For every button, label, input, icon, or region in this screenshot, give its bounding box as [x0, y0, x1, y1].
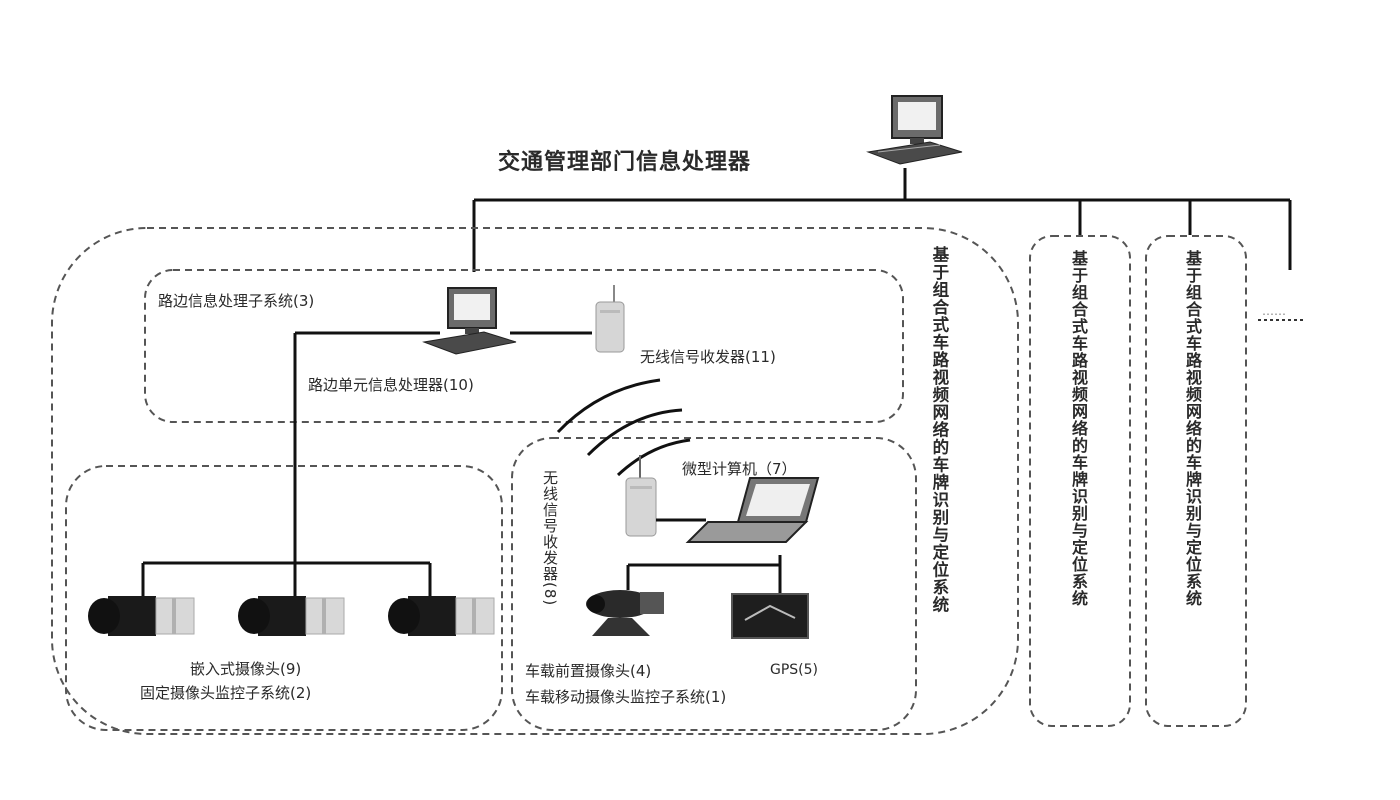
top-bus: [472, 168, 1292, 272]
fixed-camera-icon-2: [238, 596, 345, 636]
system-label-3: 基于组合式车路视频网络的车牌识别与定位系统: [1183, 250, 1202, 607]
fixed-camera-icon-1: [88, 596, 195, 636]
ellipsis-label: ……: [1262, 304, 1286, 318]
roadside-processor-icon: [422, 287, 517, 355]
diagram-title: 交通管理部门信息处理器: [498, 150, 752, 175]
system-box-3: [1145, 235, 1247, 727]
fixed-camera-label: 嵌入式摄像头(9): [190, 660, 302, 678]
roadside-processor-label: 路边单元信息处理器(10): [308, 376, 474, 394]
system-label-2: 基于组合式车路视频网络的车牌识别与定位系统: [1069, 250, 1088, 607]
mobile-subsystem-box: [511, 437, 917, 731]
system-label-1: 基于组合式车路视频网络的车牌识别与定位系统: [929, 246, 949, 614]
gps-label: GPS(5): [770, 662, 819, 678]
roadside-transceiver-icon: [595, 285, 625, 353]
mobile-transceiver-label: 无线信号收发器(8): [541, 470, 559, 607]
laptop-icon: [685, 477, 820, 543]
roadside-subsystem-box: [144, 269, 904, 423]
vehicle-camera-icon: [586, 590, 664, 636]
fixed-subsystem-label: 固定摄像头监控子系统(2): [140, 684, 312, 702]
fixed-camera-icon-3: [388, 596, 495, 636]
roadside-subsystem-label: 路边信息处理子系统(3): [158, 292, 315, 310]
gps-device-icon: [731, 593, 809, 639]
wireless-signal-icon: [556, 378, 691, 477]
vehicle-camera-label: 车载前置摄像头(4): [525, 662, 652, 680]
traffic-dept-computer-icon: [866, 95, 963, 165]
roadside-transceiver-label: 无线信号收发器(11): [640, 348, 776, 366]
system-outer-box: [51, 227, 1019, 735]
mobile-transceiver-icon: [625, 455, 657, 537]
microcomputer-label: 微型计算机（7）: [682, 460, 797, 478]
fixed-camera-subsystem-box: [65, 465, 503, 731]
mobile-subsystem-label: 车载移动摄像头监控子系统(1): [525, 688, 727, 706]
system-box-2: [1029, 235, 1131, 727]
